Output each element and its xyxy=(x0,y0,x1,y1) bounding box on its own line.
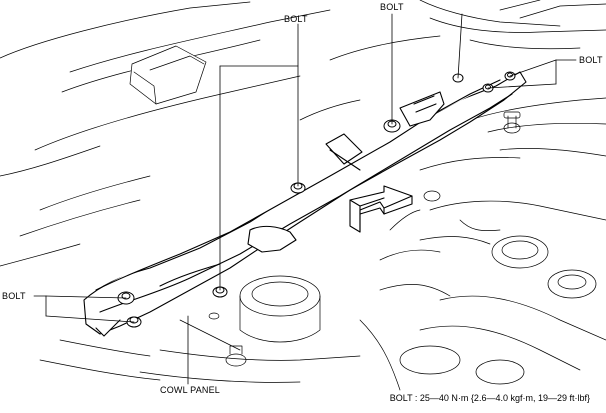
bolt-center-mid xyxy=(383,119,401,133)
leader-lines xyxy=(33,13,577,385)
bolt-center-lower xyxy=(212,286,228,298)
bolt-label-left: BOLT xyxy=(2,291,26,301)
bolt-label-top-mid: BOLT xyxy=(380,2,404,12)
torque-spec: BOLT : 25—40 N·m {2.6—4.0 kgf·m, 19—29 f… xyxy=(389,393,590,403)
bolt-label-right: BOLT xyxy=(579,55,603,65)
bolt-label-top-left: BOLT xyxy=(284,14,308,24)
cowl-panel-label: COWL PANEL xyxy=(160,385,221,395)
engine-bay-background xyxy=(0,0,606,391)
removal-direction-arrow xyxy=(349,185,413,233)
